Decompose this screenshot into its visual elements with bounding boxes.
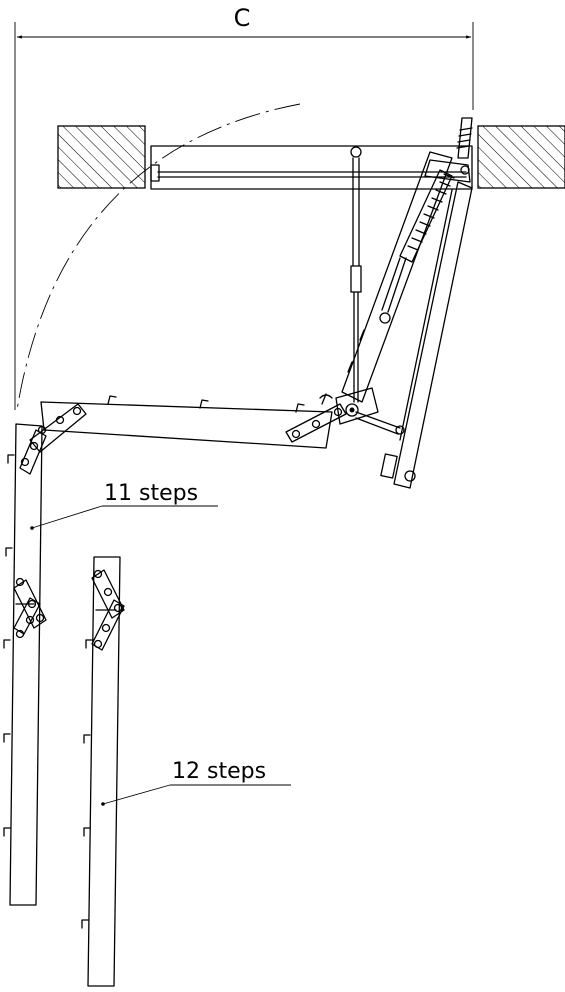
ceiling-joist-left <box>57 125 146 189</box>
telescopic-strut <box>350 146 362 403</box>
dimension-c: C <box>14 4 474 410</box>
label-12-steps: 12 steps <box>172 759 266 784</box>
swing-arc <box>16 103 301 411</box>
label-11-steps: 11 steps <box>104 481 198 506</box>
ladder-12-steps <box>81 556 125 987</box>
ladder-upper-section <box>40 395 333 449</box>
knee-linkage <box>319 387 405 435</box>
dimension-label: C <box>234 4 251 32</box>
spring-mechanism <box>379 117 473 324</box>
hatch-door <box>341 151 473 489</box>
hatch-frame <box>150 145 473 190</box>
label-12-steps-group: 12 steps <box>101 759 291 806</box>
hinge-plate-upper-left <box>19 403 87 475</box>
ladder-11-steps <box>3 423 47 906</box>
hinge-plate-upper-right <box>285 403 347 443</box>
label-11-steps-group: 11 steps <box>30 481 218 530</box>
ceiling-joist-right <box>477 125 565 189</box>
